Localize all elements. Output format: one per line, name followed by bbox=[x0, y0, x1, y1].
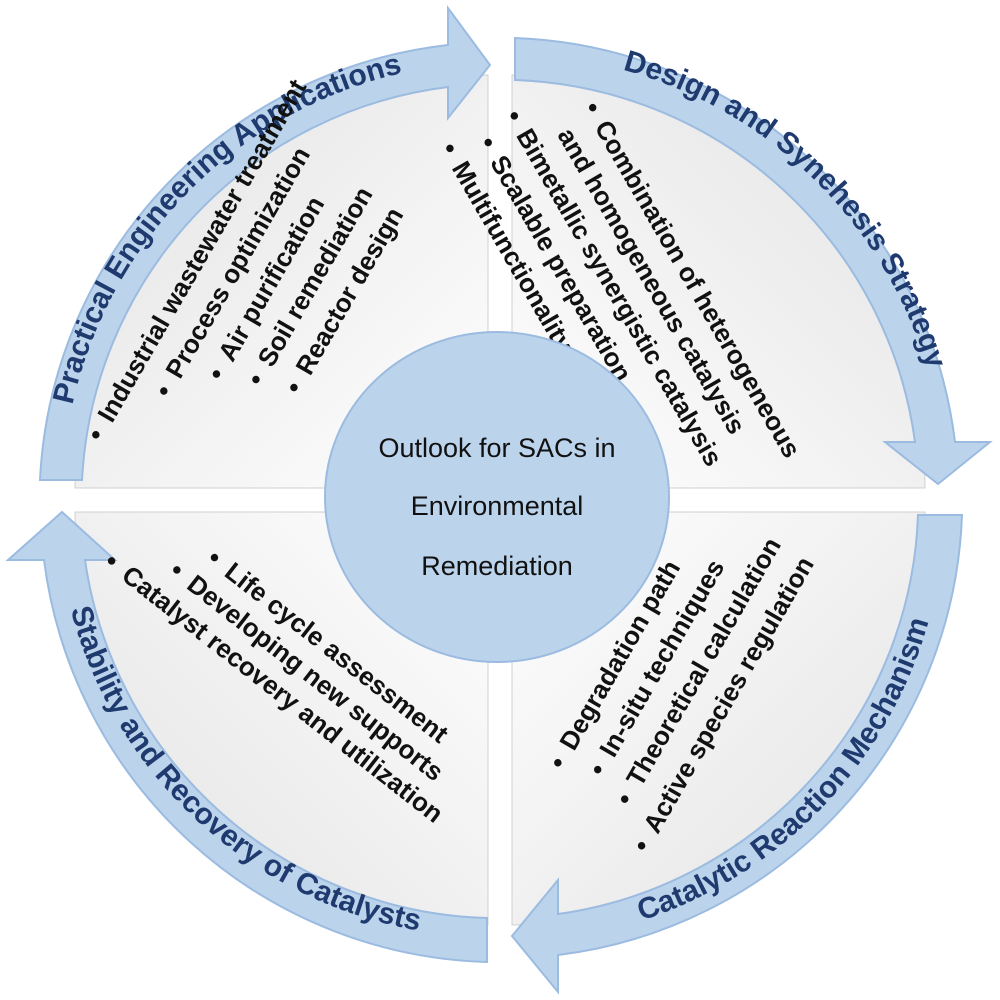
arrow-band-practical bbox=[38, 4, 492, 481]
arrow-band-mechanism bbox=[510, 514, 964, 995]
center-title-line-3: Remediation bbox=[421, 551, 573, 581]
center-title-line-1: Outlook for SACs in bbox=[378, 433, 615, 463]
center-circle bbox=[324, 331, 670, 663]
arrow-band-stability bbox=[5, 510, 488, 964]
center-title-line-2: Environmental bbox=[411, 491, 584, 521]
arrow-band-design bbox=[514, 36, 993, 486]
